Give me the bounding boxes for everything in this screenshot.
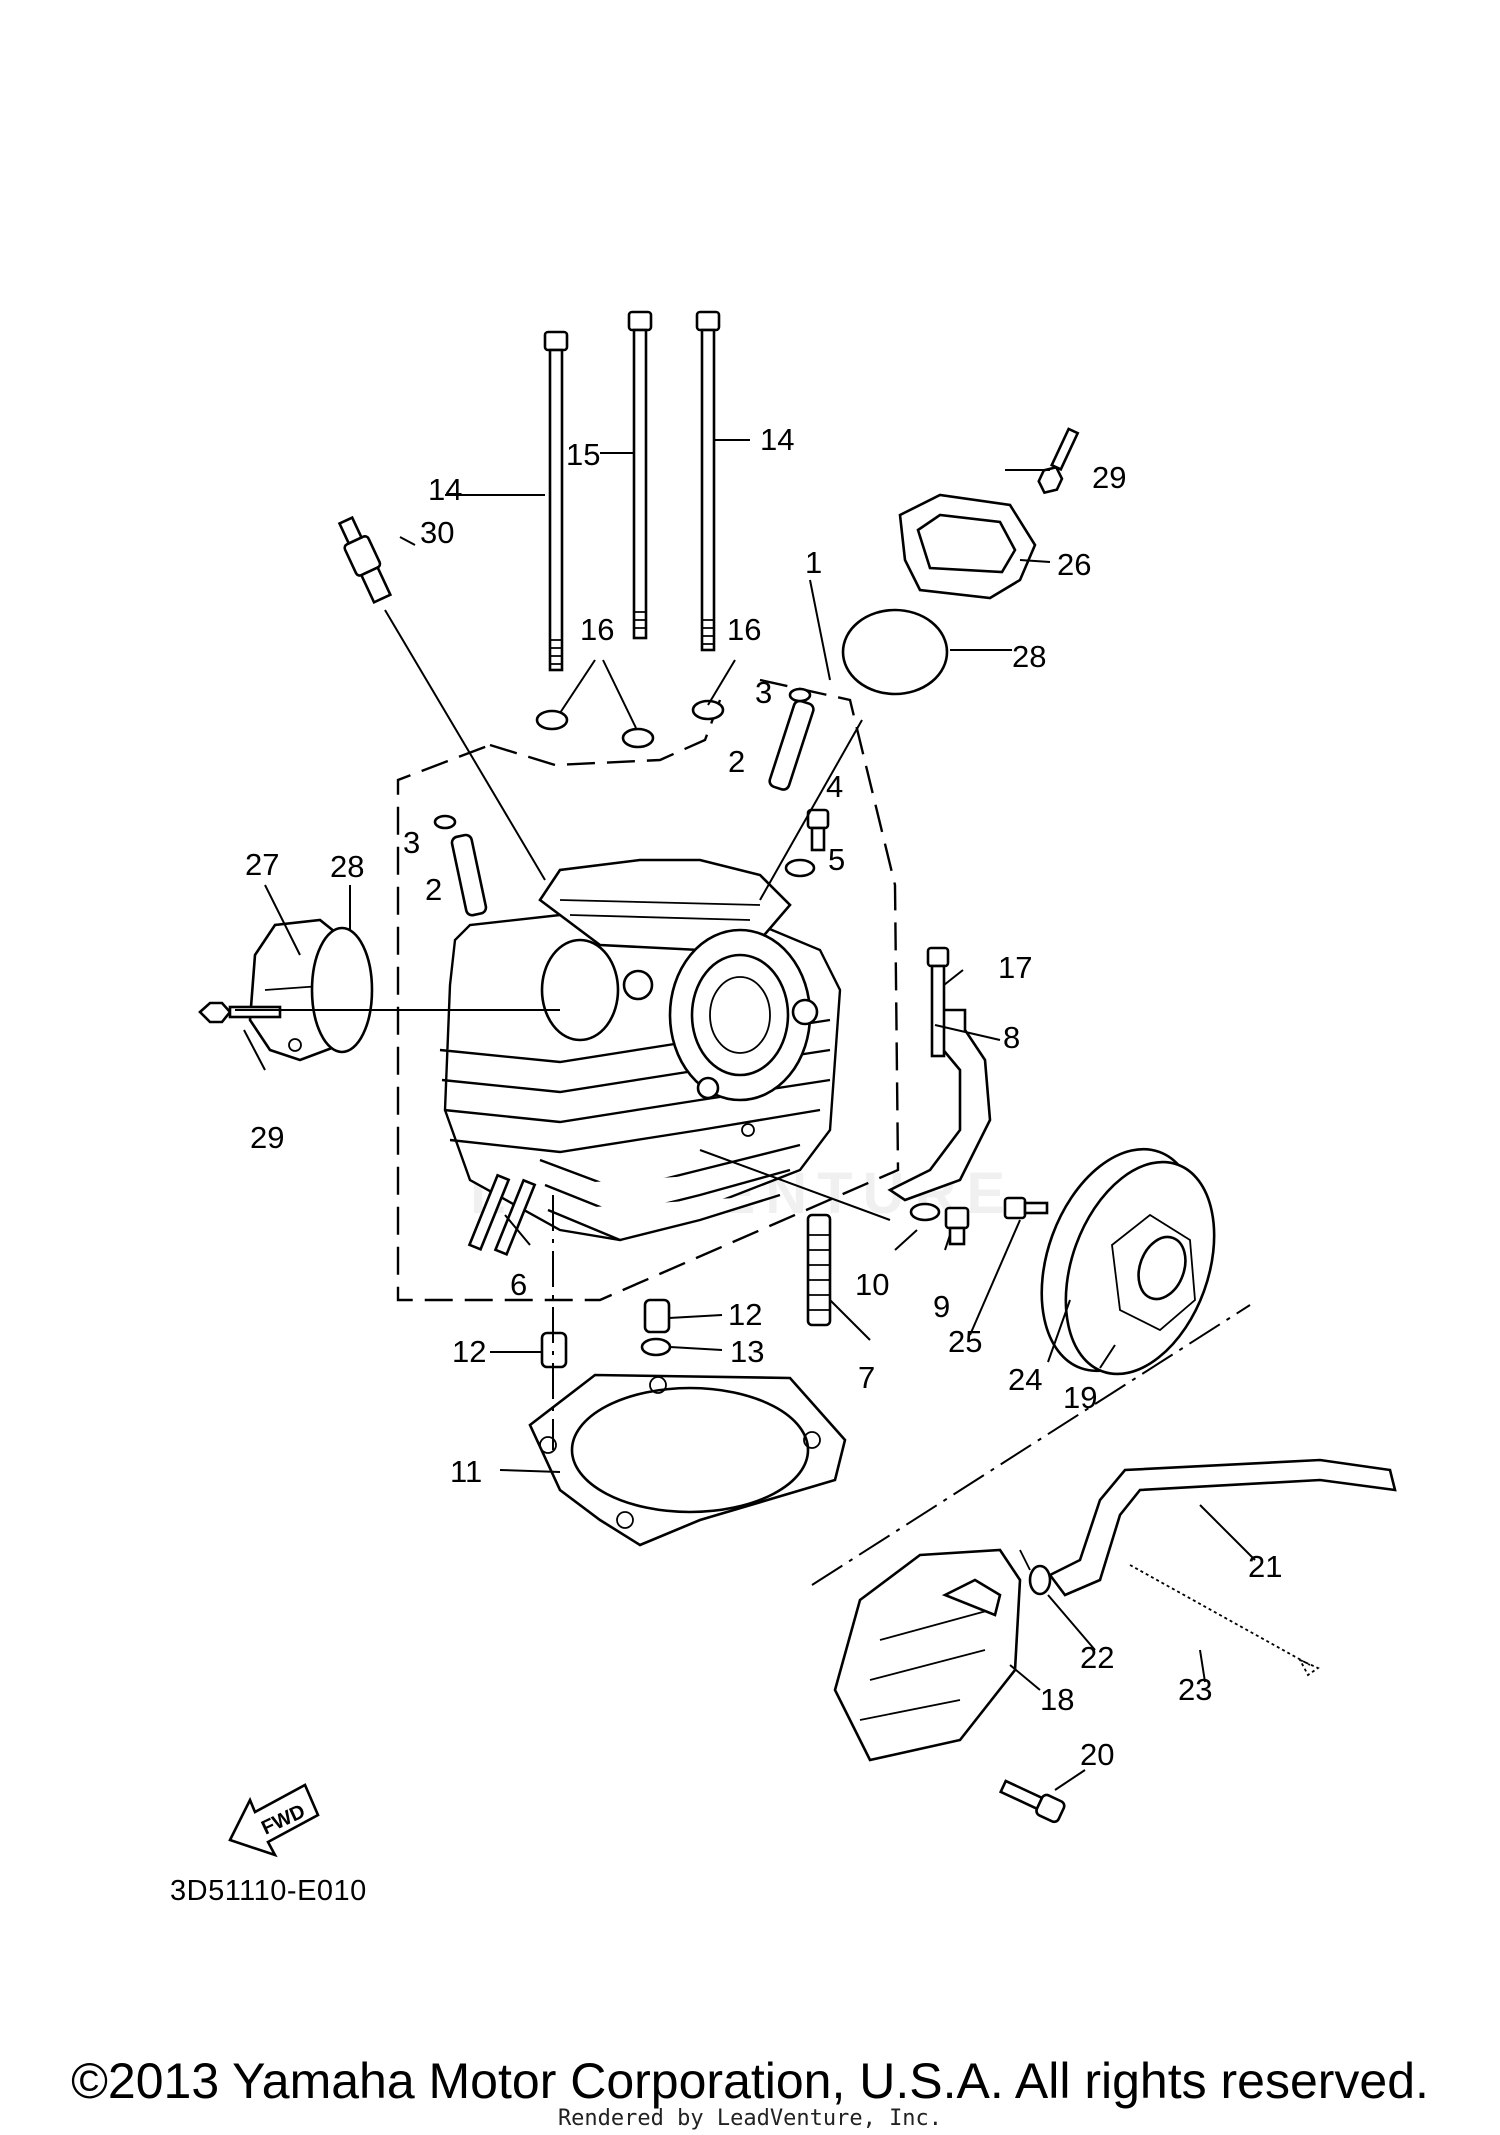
cylinder-bolt-14-right[interactable]	[695, 310, 721, 652]
callout-6: 6	[510, 1267, 527, 1302]
valve-guide-2-upper[interactable]	[768, 699, 815, 791]
washer-16-b[interactable]	[621, 727, 655, 749]
callout-2: 2	[425, 872, 442, 907]
callout-22: 22	[1080, 1640, 1114, 1675]
bolt-17[interactable]	[926, 946, 950, 1058]
callout-14: 14	[428, 472, 462, 507]
callout-3: 3	[755, 675, 772, 710]
callout-7: 7	[858, 1360, 875, 1395]
callout-8: 8	[1003, 1020, 1020, 1055]
bolt-4[interactable]	[806, 808, 830, 852]
o-ring-28-left[interactable]	[310, 926, 374, 1054]
spark-plug[interactable]	[334, 515, 394, 605]
leader-lines	[235, 439, 1256, 1791]
cylinder-bolt-15[interactable]	[627, 310, 653, 640]
circlip-3-lower[interactable]	[433, 814, 457, 830]
callout-29: 29	[1092, 460, 1126, 495]
callout-11: 11	[450, 1454, 482, 1489]
callout-21: 21	[1248, 1549, 1282, 1584]
copyright-notice: ©2013 Yamaha Motor Corporation, U.S.A. A…	[71, 2053, 1429, 2109]
fwd-arrow: FWD	[228, 1783, 320, 1858]
callout-9: 9	[933, 1289, 950, 1324]
callout-14: 14	[760, 422, 794, 457]
callout-10: 10	[855, 1267, 889, 1302]
cam-cover-19[interactable]	[1038, 1141, 1241, 1394]
o-ring-28-top[interactable]	[841, 608, 949, 696]
callout-4: 4	[826, 769, 843, 804]
callout-3: 3	[403, 825, 420, 860]
callout-labels: 1 2 2 3 3 4 5 6 7 8 9 10 11 12 12 13 14 …	[245, 422, 1282, 1772]
washer-10[interactable]	[909, 1202, 941, 1222]
o-ring-13[interactable]	[640, 1337, 672, 1357]
callout-13: 13	[730, 1334, 764, 1369]
washer-16-a[interactable]	[535, 709, 569, 731]
head-assembly-outline	[396, 678, 900, 1302]
head-assembly-outline-top	[489, 699, 722, 767]
breather-pipe-21[interactable]	[1048, 1458, 1397, 1597]
callout-18: 18	[1040, 1682, 1074, 1717]
stud-7[interactable]	[806, 1213, 832, 1327]
callout-16: 16	[727, 612, 761, 647]
callout-28: 28	[1012, 639, 1046, 674]
callout-30: 30	[420, 515, 454, 550]
callout-28: 28	[330, 849, 364, 884]
clip-22[interactable]	[1019, 1549, 1052, 1596]
callout-27: 27	[245, 847, 279, 882]
gasket-8[interactable]	[887, 1008, 992, 1202]
bolt-29-left[interactable]	[198, 1001, 282, 1024]
callout-5: 5	[828, 842, 845, 877]
tappet-cover-26[interactable]	[898, 493, 1037, 600]
washer-16-c[interactable]	[691, 699, 725, 721]
bolt-25[interactable]	[1003, 1196, 1049, 1220]
cover-18[interactable]	[833, 1548, 1022, 1762]
bolt-20[interactable]	[998, 1776, 1066, 1824]
cable-tie-23[interactable]	[1129, 1564, 1320, 1677]
callout-19: 19	[1063, 1380, 1097, 1415]
rendered-by-notice: Rendered by LeadVenture, Inc.	[557, 2106, 943, 2131]
diagram-code: 3D51110-E010	[170, 1875, 367, 1907]
washer-5[interactable]	[784, 858, 816, 878]
bolt-29-right[interactable]	[1035, 427, 1082, 497]
callout-17: 17	[998, 950, 1032, 985]
stud-bolts-6[interactable]	[467, 1173, 537, 1257]
callout-16: 16	[580, 612, 614, 647]
callout-15: 15	[566, 437, 600, 472]
valve-guide-2-lower[interactable]	[450, 833, 488, 917]
callout-24: 24	[1008, 1362, 1042, 1397]
bolt-9[interactable]	[944, 1206, 970, 1246]
head-gasket-11[interactable]	[528, 1373, 847, 1547]
dowel-12-right[interactable]	[643, 1298, 671, 1334]
callout-12: 12	[728, 1297, 762, 1332]
alignment-line-cover	[811, 1304, 1251, 1586]
callout-26: 26	[1057, 547, 1091, 582]
callout-29: 29	[250, 1120, 284, 1155]
callout-12: 12	[452, 1334, 486, 1369]
circlip-3-upper[interactable]	[788, 687, 812, 703]
callout-23: 23	[1178, 1672, 1212, 1707]
cylinder-head[interactable]	[439, 858, 842, 1242]
callout-1: 1	[805, 545, 822, 580]
cylinder-bolt-14-left[interactable]	[543, 330, 569, 672]
callout-20: 20	[1080, 1737, 1114, 1772]
callout-2: 2	[728, 744, 745, 779]
callout-25: 25	[948, 1324, 982, 1359]
